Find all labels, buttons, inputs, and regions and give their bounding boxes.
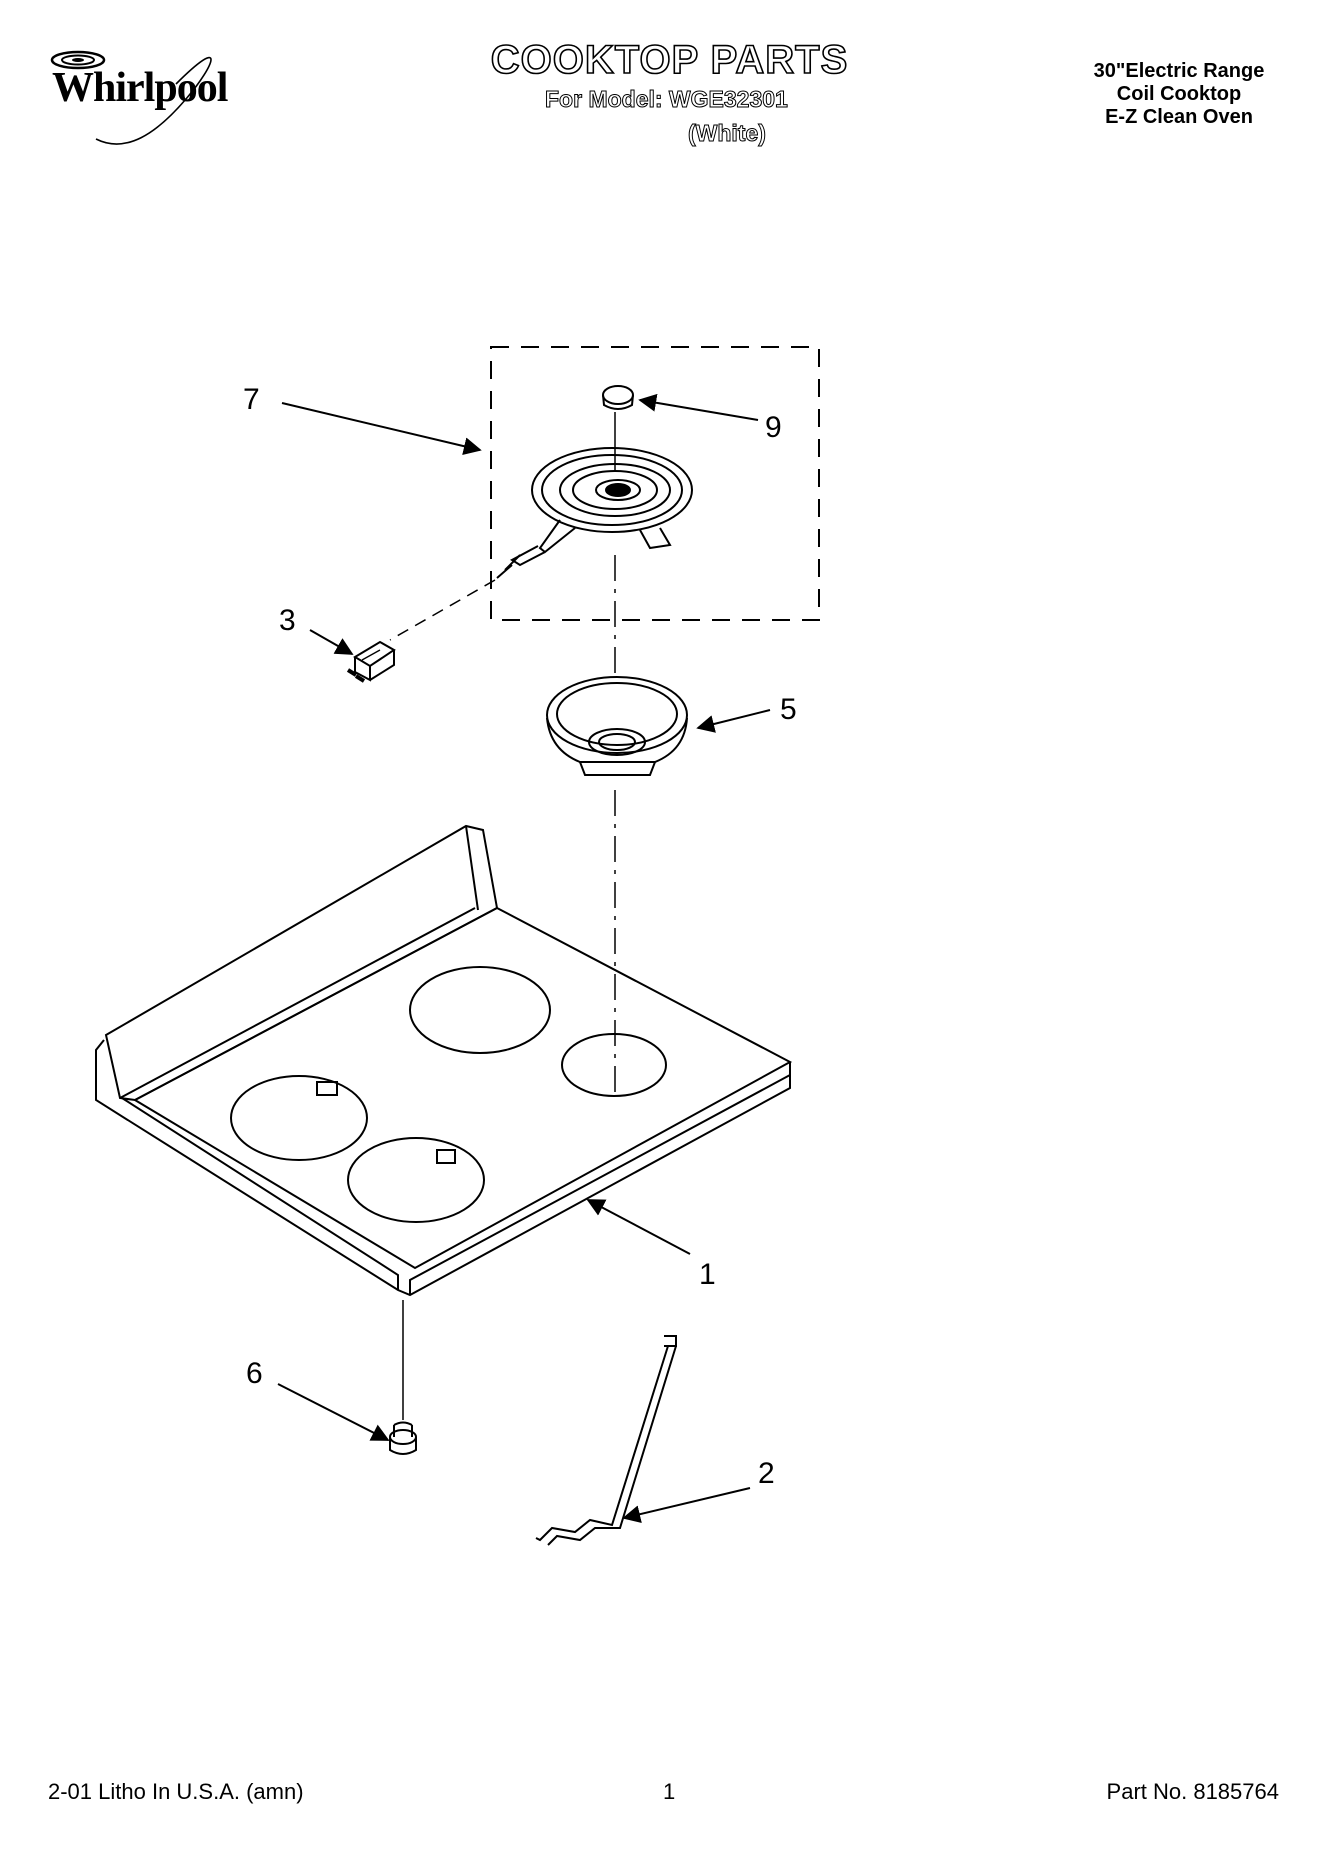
leader-line-1 — [586, 1199, 691, 1255]
leader-line-3 — [309, 629, 354, 655]
page-title: COOKTOP PARTS — [490, 37, 849, 83]
callout-9: 9 — [765, 411, 782, 444]
terminal-block-part — [346, 640, 396, 683]
brand-logo-text: Whirlpool — [52, 65, 228, 111]
screw-part — [389, 1421, 417, 1455]
leader-line-2 — [622, 1487, 751, 1524]
product-line-cooktop: Coil Cooktop — [1116, 83, 1242, 105]
leader-line-5 — [696, 709, 771, 733]
callout-3: 3 — [279, 604, 296, 637]
model-number: For Model: WGE32301 — [545, 86, 789, 113]
part-number: Part No. 8185764 — [1106, 1779, 1279, 1804]
callout-6: 6 — [246, 1357, 263, 1390]
element-group-box — [490, 346, 820, 621]
whirlpool-logo: Whirlpool — [26, 44, 266, 174]
center-cap-part — [602, 385, 634, 410]
whirlpool-swirl-icon — [50, 50, 212, 145]
leader-line-7 — [281, 402, 482, 456]
support-rod-part — [535, 1335, 677, 1546]
drip-bowl-part — [546, 676, 688, 776]
product-line-oven: E-Z Clean Oven — [1105, 106, 1253, 128]
callout-5: 5 — [780, 693, 797, 726]
callout-1: 1 — [699, 1258, 716, 1291]
leader-line-9 — [638, 393, 759, 421]
model-color: (White) — [688, 120, 767, 147]
cooktop-body-part — [95, 824, 793, 1297]
page-number: 1 — [663, 1779, 676, 1804]
leader-line-6 — [277, 1383, 390, 1441]
product-line-range: 30"Electric Range — [1093, 60, 1265, 82]
footer-print-info: 2-01 Litho In U.S.A. (amn) — [48, 1779, 304, 1804]
callout-2: 2 — [758, 1457, 775, 1490]
callout-7: 7 — [243, 383, 260, 416]
surface-element-part — [496, 447, 693, 579]
